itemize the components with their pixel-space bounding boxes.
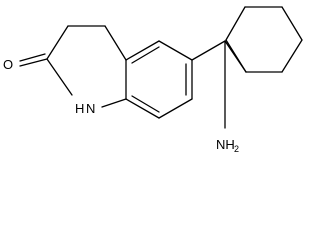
bond-carbonyl-outer <box>19 58 48 67</box>
bond-cy2-cy3 <box>225 6 246 41</box>
bond-aromatic-inner-1 <box>131 46 160 64</box>
bond-c2-c3 <box>46 25 69 60</box>
bond-c4-c4a <box>104 25 127 61</box>
bond-carbonyl-inner <box>19 53 46 62</box>
bond-c6-ch <box>191 40 226 61</box>
aminomethyl-linker <box>191 40 247 129</box>
bond-c5-c6 <box>158 40 193 61</box>
cyclohexyl-ring <box>225 6 303 73</box>
ring-nitrogen-h-label: H <box>75 101 84 116</box>
bond-cy5-cy6 <box>281 39 303 73</box>
bond-cy4-cy5 <box>281 6 303 41</box>
bond-c7-c8 <box>158 98 193 119</box>
ring-nitrogen-label: N <box>86 101 95 116</box>
bond-cy1-cy2 <box>225 39 247 73</box>
benzene-ring <box>125 40 193 119</box>
chemical-structure-diagram: O H N NH 2 <box>3 6 303 153</box>
amine-nitrogen-label: NH <box>216 137 235 152</box>
bond-c8a-n1 <box>101 98 127 108</box>
bond-n1-c2 <box>46 58 73 96</box>
amine-subscript-label: 2 <box>234 144 239 153</box>
oxygen-atom-label: O <box>3 57 13 72</box>
bond-c8-c8a <box>125 98 160 119</box>
bond-c4a-c5 <box>125 40 160 61</box>
bond-aromatic-inner-3 <box>131 95 160 113</box>
lactam-ring <box>19 25 127 108</box>
